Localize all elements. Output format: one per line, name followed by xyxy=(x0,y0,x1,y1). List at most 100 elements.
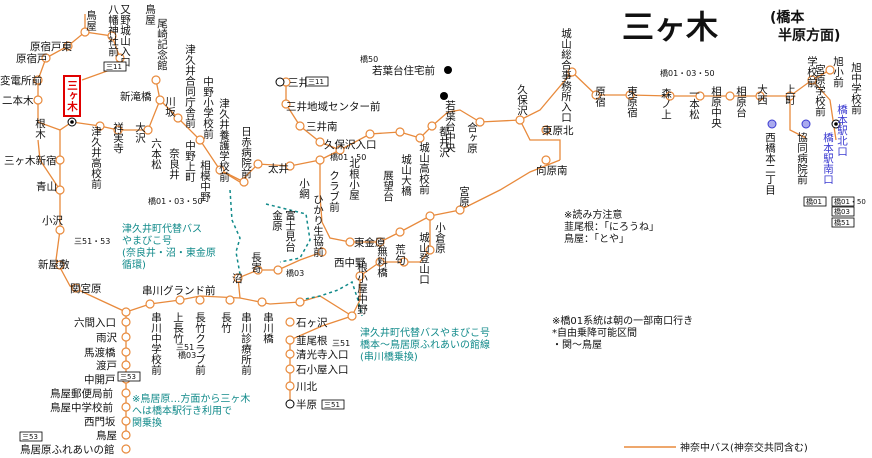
stop-label: 中野上町 xyxy=(184,139,196,182)
svg-text:橋01・50: 橋01・50 xyxy=(834,197,866,206)
stop-label: 都井沢 xyxy=(438,126,450,158)
stop-label: 中開戸 xyxy=(84,373,116,386)
svg-text:へは橋本駅行き利用で: へは橋本駅行き利用で xyxy=(132,404,232,417)
stop-label: 中野小学校前 xyxy=(202,75,214,140)
stop-label: 原宿戸東 xyxy=(30,40,72,53)
svg-text:津久井町代替バス: 津久井町代替バス xyxy=(122,222,202,235)
stop-label: 富士見台 xyxy=(284,209,296,253)
svg-text:三51: 三51 xyxy=(332,339,350,348)
stop-label: 石ヶ沢 xyxy=(296,316,328,329)
svg-text:循環): 循環) xyxy=(122,258,146,271)
stop-label: 向原南 xyxy=(536,164,568,177)
stop-label: クラブ前 xyxy=(328,170,340,213)
svg-text:関乗換: 関乗換 xyxy=(132,417,162,429)
notes: ※読み方注意 韮尾根：「にろうね」 鳥屋：「とや」 ※橋01系統は朝の一部南口行… xyxy=(552,208,693,351)
svg-text:橋01・03・50: 橋01・03・50 xyxy=(148,196,203,206)
stop-label: 六間入口 xyxy=(74,317,116,329)
stop-label: 鳥屋中学校前 xyxy=(50,401,113,414)
stop-label: 三井南 xyxy=(306,120,338,133)
stop-circles xyxy=(33,27,841,454)
stop-label: 東金原 xyxy=(354,236,386,249)
stop-label: 宮原 xyxy=(458,185,470,207)
svg-text:三51・53: 三51・53 xyxy=(74,237,110,246)
svg-text:※橋01系統は朝の一部南口行き: ※橋01系統は朝の一部南口行き xyxy=(552,314,693,327)
stop-label: 川坂 xyxy=(164,96,176,118)
stop-label: 城山登山口 xyxy=(418,232,430,285)
stop-label: 展望台 xyxy=(382,170,394,202)
stop-label: 日赤病院前 xyxy=(240,126,252,179)
stop-label: 奈良井 xyxy=(168,147,180,180)
stop-label: 大沢 xyxy=(134,121,146,144)
stop-label: 大西 xyxy=(756,83,768,105)
stop-label: 沼 xyxy=(232,272,243,285)
teal-notes: 津久井町代替バス やまびこ号 (奈良井・沼・東金原 循環) 津久井町代替バスやま… xyxy=(122,222,490,429)
stop-label: 宮原学校前 xyxy=(814,63,826,117)
stop-label: 根小屋中野 xyxy=(356,261,368,314)
stop-label: 東原宿 xyxy=(626,85,638,118)
stop-label: 石小屋入口 xyxy=(296,364,349,376)
stop-label: 小沢 xyxy=(42,214,63,227)
svg-text:橋03: 橋03 xyxy=(178,350,196,360)
stop-label: 上町 xyxy=(784,84,796,105)
stop-label: 東原北 xyxy=(542,124,574,137)
svg-text:(串川橋乗換): (串川橋乗換) xyxy=(360,350,418,363)
stop-label: 長寄 xyxy=(250,252,262,274)
stop-label: 鳥屋 xyxy=(85,9,97,32)
stop-label: 津久井養護学校前 xyxy=(218,98,230,183)
stop-label: 串川診療所前 xyxy=(240,312,252,376)
stop-label: 久保沢 xyxy=(516,84,528,116)
svg-text:橋01: 橋01 xyxy=(806,197,822,206)
svg-text:橋50: 橋50 xyxy=(360,54,378,64)
stop-label: 青山 xyxy=(36,180,57,193)
stop-label: 城山総合事務所入口 xyxy=(560,28,572,123)
stop-label: 城山大橋 xyxy=(400,154,412,197)
svg-text:橋03: 橋03 xyxy=(286,268,304,278)
stop-label: 北根小屋 xyxy=(348,158,360,201)
stop-label: 相原台 xyxy=(735,85,747,118)
stop-label: 三ヶ木新宿 xyxy=(4,154,57,167)
current-stop-marker: 三ヶ木 xyxy=(63,75,81,127)
stop-label: 橋本駅北口 xyxy=(836,103,848,156)
svg-text:三53: 三53 xyxy=(22,433,38,441)
stop-label: 津久井高校前 xyxy=(90,126,102,190)
svg-text:橋01・50: 橋01・50 xyxy=(330,152,366,162)
stop-label: 鳥屋郵便局前 xyxy=(50,387,113,400)
stop-label: 津久井合同庁舎前 xyxy=(184,44,196,129)
stop-label: 根木 xyxy=(34,117,46,140)
svg-text:・関〜鳥屋: ・関〜鳥屋 xyxy=(552,338,602,351)
stop-label: 学校前 xyxy=(806,55,818,88)
stop-label: 久保沢入口 xyxy=(324,138,377,151)
stop-label: 三井 xyxy=(288,76,309,89)
stop-label: ひかり生協前 xyxy=(312,194,324,258)
svg-text:橋本〜鳥居原ふれあいの館線: 橋本〜鳥居原ふれあいの館線 xyxy=(360,338,490,351)
svg-text:三ヶ木: 三ヶ木 xyxy=(66,80,78,112)
stop-label: 半原 xyxy=(296,398,317,411)
stop-label: 串川橋 xyxy=(262,312,274,344)
stop-label: 渡戸 xyxy=(96,359,117,372)
stop-label: 馬渡橋 xyxy=(84,346,116,359)
stop-label: 西中野 xyxy=(334,256,366,269)
svg-text:橋01・03・50: 橋01・03・50 xyxy=(660,68,715,78)
legend-label: 神奈中バス(神奈交共同含む) xyxy=(680,441,808,454)
stop-label: 鳥屋 xyxy=(144,3,156,26)
stop-label: 関宮原 xyxy=(70,282,102,295)
stop-label: 三井地域センター前 xyxy=(286,100,381,113)
svg-text:韮尾根：「にろうね」: 韮尾根：「にろうね」 xyxy=(564,220,659,233)
stop-label: 又野城山入口 xyxy=(119,4,131,67)
stop-label: 西橋本二丁目 xyxy=(764,132,776,195)
stop-label: 旭中学校前 xyxy=(850,62,862,115)
stop-label: 太井 xyxy=(268,162,289,175)
svg-text:橋51: 橋51 xyxy=(834,218,850,227)
stop-label: 新滝橋 xyxy=(120,90,152,103)
stop-label: 無料橋 xyxy=(376,245,388,278)
stop-label: 雨沢 xyxy=(96,331,117,344)
stop-label: 協同病院前 xyxy=(796,131,808,185)
stop-label: 若葉台住宅前 xyxy=(372,64,435,77)
stop-label: 原宿戸 xyxy=(16,52,48,65)
stop-label: 串川中学校前 xyxy=(150,312,162,376)
stop-label: 清光寺入口 xyxy=(296,348,349,361)
svg-text:*自由乗降可能区間: *自由乗降可能区間 xyxy=(552,326,637,339)
stop-label: 新屋敷 xyxy=(38,258,70,271)
route-number-boxes: 三11 三11 三53 三53 三51 橋01 橋01・50 橋03 橋51 xyxy=(19,61,866,442)
stop-label: 祥実寺 xyxy=(112,121,124,153)
